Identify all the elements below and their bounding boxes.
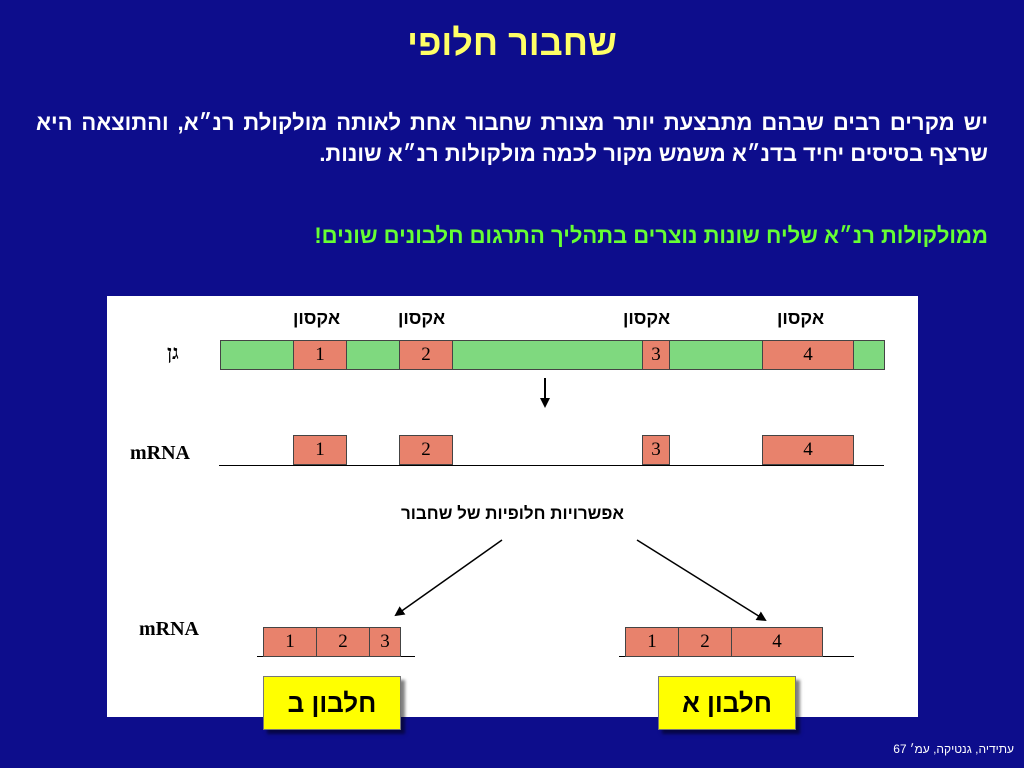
variant-a-exon-4: 4 [731, 627, 823, 657]
mrna-variant-label: mRNA [139, 618, 199, 640]
exon-label-2: אקסון [398, 308, 446, 328]
variant-a-exon-1: 1 [625, 627, 679, 657]
left-splice-arrow [394, 539, 503, 617]
gene-label: גן [167, 342, 179, 364]
variant-b-exon-1: 1 [263, 627, 317, 657]
mrna-label: mRNA [130, 442, 190, 464]
variant-b-exon-2: 2 [316, 627, 370, 657]
gene-exon-2: 2 [399, 340, 453, 370]
gene-exon-1: 1 [293, 340, 347, 370]
exon-label-3: אקסון [623, 308, 671, 328]
exon-label-4: אקסון [777, 308, 825, 328]
highlight-paragraph: ממולקולות רנ״א שליח שונות נוצרים בתהליך … [314, 223, 988, 248]
mrna-line [219, 465, 884, 466]
mrna-exon-1: 1 [293, 435, 347, 465]
intro-paragraph: יש מקרים רבים שבהם מתבצעת יותר מצורת שחב… [36, 110, 988, 166]
mrna-exon-3: 3 [642, 435, 670, 465]
mrna-exon-4: 4 [762, 435, 854, 465]
alternatives-caption: אפשרויות חלופיות של שחבור [400, 504, 625, 523]
right-splice-arrow [636, 539, 767, 622]
gene-exon-3: 3 [642, 340, 670, 370]
diagram-panel: אקסון אקסון אקסון אקסון גן 1 2 3 4 mRNA … [107, 296, 918, 717]
mrna-exon-2: 2 [399, 435, 453, 465]
variant-b-exon-3: 3 [369, 627, 401, 657]
exon-label-1: אקסון [293, 308, 341, 328]
gene-exon-4: 4 [762, 340, 854, 370]
footer-credit: עתידיה, גנטיקה, עמ׳ 67 [893, 742, 1014, 756]
slide-title: שחבור חלופי [407, 22, 617, 63]
protein-b-box: חלבון ב [263, 676, 401, 730]
protein-a-box: חלבון א [658, 676, 796, 730]
